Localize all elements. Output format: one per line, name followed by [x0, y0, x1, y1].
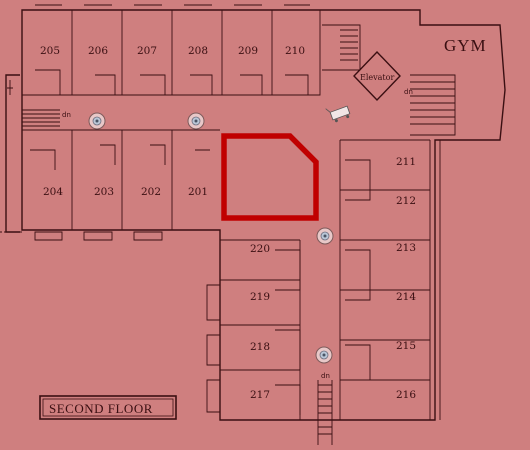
room-215-label: 215 — [396, 340, 416, 352]
camera-icon — [316, 227, 334, 245]
room-201-label: 201 — [188, 186, 208, 198]
camera-icon — [187, 112, 205, 130]
room-209-label: 209 — [238, 45, 258, 57]
room-labels: 205 206 207 208 209 210 204 203 202 201 … — [40, 45, 416, 401]
room-207-label: 207 — [137, 45, 157, 57]
room-208-label: 208 — [188, 45, 208, 57]
room-212-label: 212 — [396, 195, 416, 207]
right-stairwell — [410, 74, 456, 136]
left-bottom-rooms — [22, 129, 220, 241]
luggage-cart-icon — [325, 105, 351, 123]
room-206-label: 206 — [88, 45, 108, 57]
stair-dn-label: dn — [321, 372, 330, 380]
gym: GYM — [420, 24, 500, 55]
room-205-label: 205 — [40, 45, 60, 57]
room-203-label: 203 — [94, 186, 114, 198]
gym-label: GYM — [444, 36, 487, 55]
right-wing-rooms — [339, 139, 430, 420]
left-stairwell — [7, 80, 60, 127]
room-204-label: 204 — [43, 186, 63, 198]
room-213-label: 213 — [396, 242, 416, 254]
stair-dn-label: dn — [62, 111, 71, 119]
top-stairwell — [322, 24, 361, 71]
bottom-stairwell — [317, 380, 333, 445]
floor-label-box: SECOND FLOOR — [39, 395, 177, 420]
highlighted-area — [221, 133, 319, 221]
room-216-label: 216 — [396, 389, 416, 401]
elevator: Elevator — [353, 50, 401, 102]
room-219-label: 219 — [250, 291, 270, 303]
camera-icon — [88, 112, 106, 130]
room-211-label: 211 — [396, 156, 416, 168]
stair-dn-label: dn — [404, 88, 413, 96]
camera-icon — [315, 346, 333, 364]
room-220-label: 220 — [250, 243, 270, 255]
room-218-label: 218 — [250, 341, 270, 353]
room-210-label: 210 — [285, 45, 305, 57]
building-outline — [0, 9, 506, 421]
center-left-rooms — [206, 239, 301, 420]
room-217-label: 217 — [250, 389, 270, 401]
elevator-label: Elevator — [360, 73, 394, 82]
floor-label: SECOND FLOOR — [49, 401, 153, 416]
top-row-rooms — [22, 4, 321, 96]
room-214-label: 214 — [396, 291, 416, 303]
room-202-label: 202 — [141, 186, 161, 198]
